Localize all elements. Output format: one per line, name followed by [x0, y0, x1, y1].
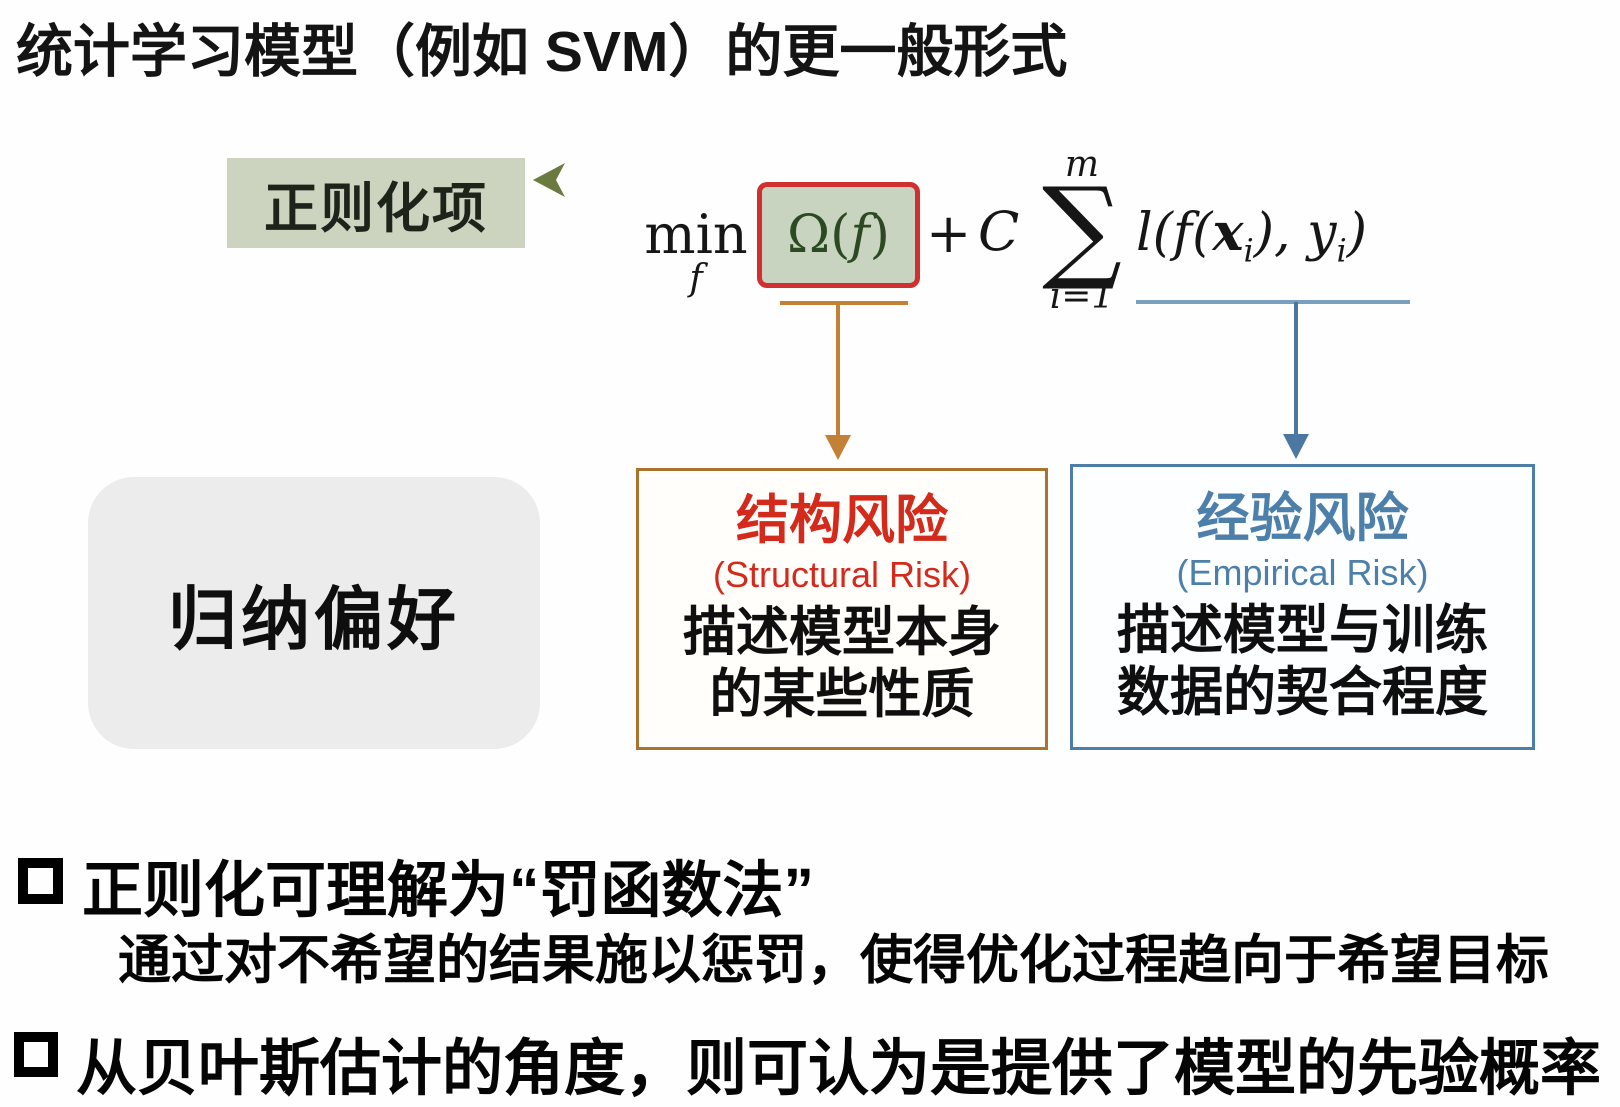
structural-underline [780, 301, 908, 305]
bullet-1-text: 正则化可理解为“罚函数法” [82, 856, 815, 924]
empirical-underline [1136, 300, 1410, 304]
min-text: min [644, 203, 748, 266]
structural-risk-title-en: (Structural Risk) [712, 553, 972, 595]
inductive-bias-box: 归纳偏好 [88, 477, 540, 749]
empirical-risk-box: 经验风险 (Empirical Risk) 描述模型与训练 数据的契合程度 [1070, 464, 1535, 750]
bullet-square-icon [18, 858, 63, 904]
bullet-2-text: 从贝叶斯估计的角度，则可认为是提供了模型的先验概率 [76, 1034, 1602, 1102]
min-subscript-f: f [689, 258, 703, 299]
structural-risk-desc-line2: 的某些性质 [709, 665, 975, 725]
left-dart-arrow-icon [533, 163, 565, 197]
empirical-risk-title-en: (Empirical Risk) [1176, 551, 1429, 593]
slide-title: 统计学习模型（例如 SVM）的更一般形式 [16, 20, 1068, 84]
loss-prefix: l(f( [1136, 203, 1213, 263]
loss-middle: ), [1253, 203, 1308, 263]
regularization-label-text: 正则化项 [264, 178, 488, 239]
empirical-arrowhead-icon [1283, 434, 1309, 459]
structural-arrowhead-icon [825, 435, 851, 460]
empirical-risk-title-zh: 经验风险 [1196, 489, 1409, 549]
inductive-bias-label: 归纳偏好 [168, 581, 460, 658]
bullet-1-subtext: 通过对不希望的结果施以惩罚，使得优化过程趋向于希望目标 [118, 931, 1549, 990]
structural-risk-box: 结构风险 (Structural Risk) 描述模型本身 的某些性质 [636, 468, 1048, 750]
omega-arg: f [850, 205, 870, 265]
summation-block: m ∑ i=1 [1026, 146, 1138, 315]
sigma-symbol: ∑ [1042, 163, 1122, 294]
structural-risk-desc-line1: 描述模型本身 [683, 602, 1001, 662]
bullet-square-icon [14, 1032, 58, 1077]
sum-upper-limit: m [1064, 144, 1100, 185]
omega-close: ) [869, 205, 890, 265]
structural-risk-title-zh: 结构风险 [736, 491, 948, 551]
sum-lower-limit: i=1 [1049, 275, 1115, 317]
regularizer-term-box: Ω(f) [757, 182, 920, 288]
plus-sign: + [926, 202, 972, 265]
loss-y-subscript: i [1336, 231, 1347, 270]
loss-x-subscript: i [1243, 231, 1254, 270]
regularization-label: 正则化项 [227, 158, 525, 248]
empirical-risk-desc-line1: 描述模型与训练 [1117, 600, 1488, 660]
empirical-arrow-line [1294, 302, 1298, 436]
coefficient-C: C [978, 200, 1020, 263]
omega-open: Ω( [787, 205, 851, 265]
empirical-risk-desc-line2: 数据的契合程度 [1117, 663, 1488, 723]
structural-arrow-line [836, 303, 840, 437]
loss-x: x [1212, 202, 1244, 263]
loss-y: y [1307, 203, 1337, 263]
formula-min-operator: min f [643, 203, 749, 300]
loss-suffix: ) [1346, 203, 1367, 263]
loss-term: l(f(xi), yi) [1136, 202, 1367, 269]
